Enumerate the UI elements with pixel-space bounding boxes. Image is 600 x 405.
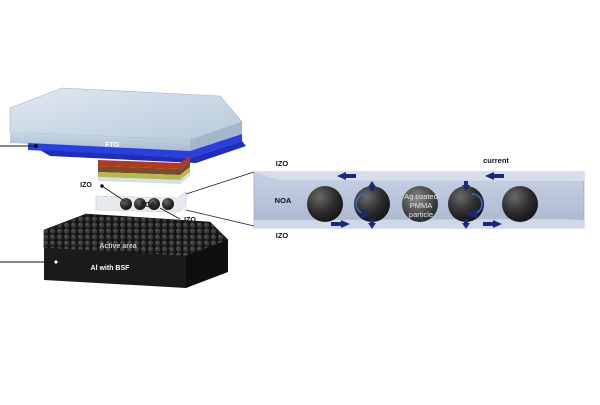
zoom-lines [185, 171, 255, 227]
fto-label: FTO [105, 142, 119, 149]
zoom-line-bottom [185, 209, 255, 227]
tca-particle [120, 198, 132, 210]
izo-bottom-right-label: IZO [276, 231, 289, 240]
fto-layer-edge [40, 141, 246, 163]
current-arrow-down [462, 181, 470, 191]
zoom-line-top [185, 171, 255, 195]
block-side-face [186, 240, 228, 288]
tca-label: TCA [141, 202, 155, 209]
particle-highlighted [402, 186, 438, 222]
absorber-layers [98, 156, 190, 184]
tca-particle [134, 198, 146, 210]
particle-label-line-2: PMMA [410, 201, 433, 210]
current-arrow-left [485, 172, 504, 180]
izo-top-right-label: IZO [276, 159, 289, 168]
top-lead-contact [34, 144, 38, 148]
tca-particle [148, 198, 160, 210]
active-area-label: Active area [99, 243, 136, 250]
current-arrow-right [483, 220, 502, 228]
electrical-leads [0, 144, 59, 265]
fto-layer [28, 134, 242, 158]
particle [448, 186, 484, 222]
izo-film-top [254, 172, 584, 181]
particle [502, 186, 538, 222]
current-arrow-down [462, 219, 470, 229]
particle [307, 186, 343, 222]
current-label: current [483, 156, 509, 165]
current-loop-arrow [355, 193, 371, 219]
current-arrow-down [368, 219, 376, 229]
tca-layer: TCA IZO IZO [80, 182, 196, 224]
glass-front-face [10, 132, 190, 151]
particle [354, 186, 390, 222]
absorber-layer-brown [98, 161, 190, 175]
current-loop-arrow [467, 193, 483, 219]
glass-top-face [9, 87, 243, 141]
particle-label-line-3: particle [409, 210, 433, 219]
current-arrow-left [337, 172, 356, 180]
bottom-lead-contact [53, 259, 59, 265]
particle-label-line-1: Ag coated [404, 192, 438, 201]
noa-label: NOA [275, 196, 292, 205]
al-bsf-label: Al with BSF [91, 265, 131, 272]
current-arrow-up [368, 181, 376, 191]
tca-particle [162, 198, 174, 210]
cross-section-detail: Ag coated PMMA particle NOA [253, 171, 585, 229]
current-arrow-right [331, 220, 350, 228]
izo-film-upper [98, 172, 190, 184]
absorber-layer-red [98, 156, 190, 169]
glass-fto-layer: FTO [9, 87, 246, 163]
absorber-layer-yellow [98, 167, 190, 180]
izo-lower-pointer-line [159, 207, 181, 220]
block-front-face [44, 248, 186, 288]
izo-upper-pointer-line [101, 185, 127, 203]
izo-upper-left-label: IZO [80, 182, 92, 189]
glass-side-face [190, 122, 242, 151]
al-bsf-block: Active area Al with BSF [43, 213, 229, 288]
